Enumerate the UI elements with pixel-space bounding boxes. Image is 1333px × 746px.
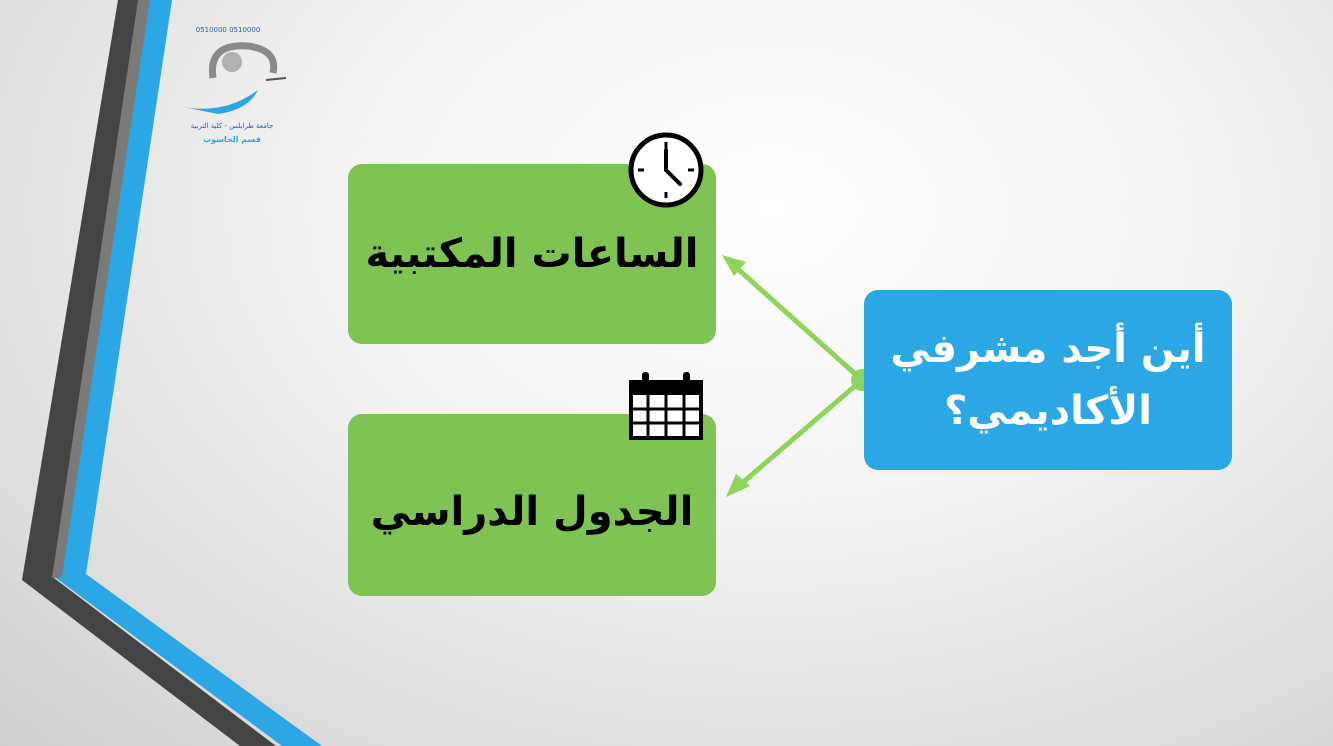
logo-bottom-text: قسم الحاسوب xyxy=(203,135,261,144)
schedule-label: الجدول الدراسي xyxy=(370,489,694,535)
question-box: أين أجد مشرفي الأكاديمي؟ xyxy=(864,290,1232,470)
logo-gray-swoosh xyxy=(208,42,278,79)
logo-top-text: 0510000 0510000 xyxy=(196,26,261,34)
schedule-box: الجدول الدراسي xyxy=(348,414,716,596)
question-label: أين أجد مشرفي الأكاديمي؟ xyxy=(890,326,1206,434)
arrow-to-office-hours xyxy=(728,260,864,382)
logo-arc-text: جامعة طرابلس - كلية التربية xyxy=(191,122,274,130)
office-hours-box: الساعات المكتبية xyxy=(348,164,716,344)
arrowhead-schedule xyxy=(726,474,750,497)
arrow-to-schedule xyxy=(732,378,864,492)
university-logo: 0510000 0510000 جامعة طرابلس - كلية التر… xyxy=(178,26,287,144)
stripe-divider xyxy=(52,0,150,578)
blue-stripe xyxy=(56,0,322,746)
logo-figure-head xyxy=(222,52,242,72)
arrowhead-office-hours xyxy=(722,255,746,276)
logo-figure-arm xyxy=(265,77,287,81)
office-hours-label: الساعات المكتبية xyxy=(365,231,699,277)
calendar-icon xyxy=(629,372,703,440)
logo-blue-swoosh xyxy=(178,90,258,114)
dark-stripe xyxy=(22,0,276,746)
clock-icon xyxy=(628,132,704,208)
